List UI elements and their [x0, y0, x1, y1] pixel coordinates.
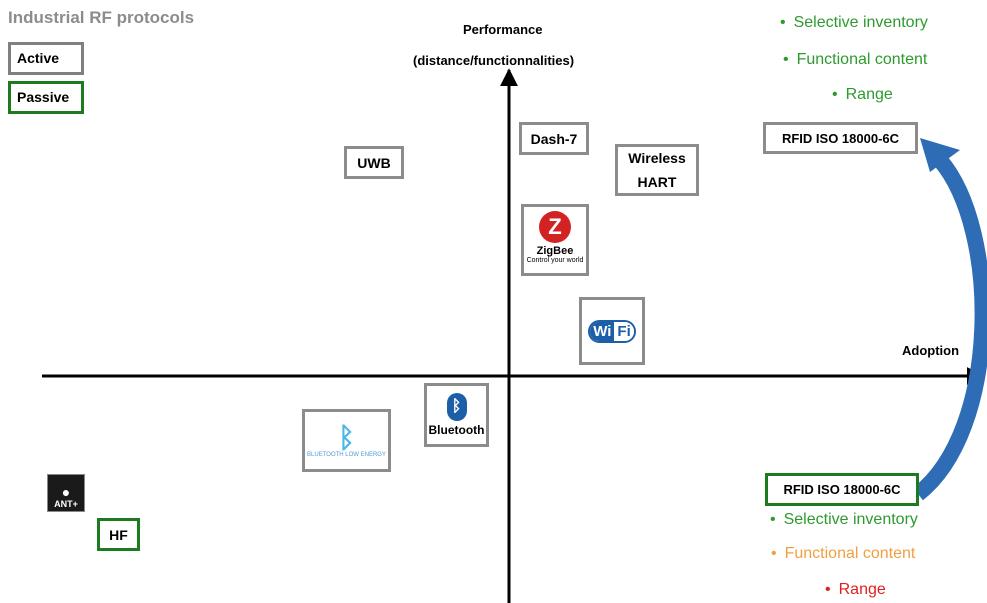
bottom-bullet-1: •Selective inventory — [770, 511, 918, 528]
top-bullet-3: •Range — [832, 86, 893, 103]
ant-logo: ● ANT+ — [47, 474, 85, 512]
y-axis-label-line1: Performance — [463, 22, 543, 37]
zigbee-icon: Z — [539, 211, 571, 243]
top-bullet-1: •Selective inventory — [780, 14, 928, 31]
bottom-bullet-3: •Range — [825, 581, 886, 598]
legend-passive: Passive — [8, 81, 84, 114]
ble-box: ᛒ BLUETOOTH LOW ENERGY — [302, 409, 391, 472]
curved-arrow — [912, 154, 987, 501]
wireless-hart-box: Wireless HART — [615, 144, 699, 196]
wifi-box: Wi Fi — [579, 297, 645, 365]
zigbee-box: Z ZigBee Control your world — [521, 204, 589, 276]
top-bullet-2: •Functional content — [783, 51, 928, 68]
ble-icon: ᛒ — [338, 421, 355, 453]
legend-passive-label: Passive — [17, 89, 70, 105]
y-axis-label-line2: (distance/functionnalities) — [413, 53, 575, 68]
ant-icon: ● — [61, 484, 71, 500]
uwb-box: UWB — [344, 146, 404, 179]
legend-active-label: Active — [17, 50, 60, 66]
rfid-passive-box: RFID ISO 18000-6C — [765, 473, 919, 506]
page-title: Industrial RF protocols — [8, 8, 195, 27]
legend-active: Active — [8, 42, 84, 75]
wifi-icon: Wi Fi — [588, 319, 636, 343]
x-axis-label: Adoption — [902, 343, 960, 358]
bottom-bullet-2: •Functional content — [771, 545, 916, 562]
bluetooth-box: ᛒ Bluetooth — [424, 383, 489, 447]
curved-arrow-head — [920, 138, 960, 172]
dash7-box: Dash-7 — [519, 122, 589, 155]
rfid-active-box: RFID ISO 18000-6C — [763, 122, 918, 154]
hf-box: HF — [97, 518, 140, 551]
bluetooth-icon: ᛒ — [446, 393, 467, 421]
